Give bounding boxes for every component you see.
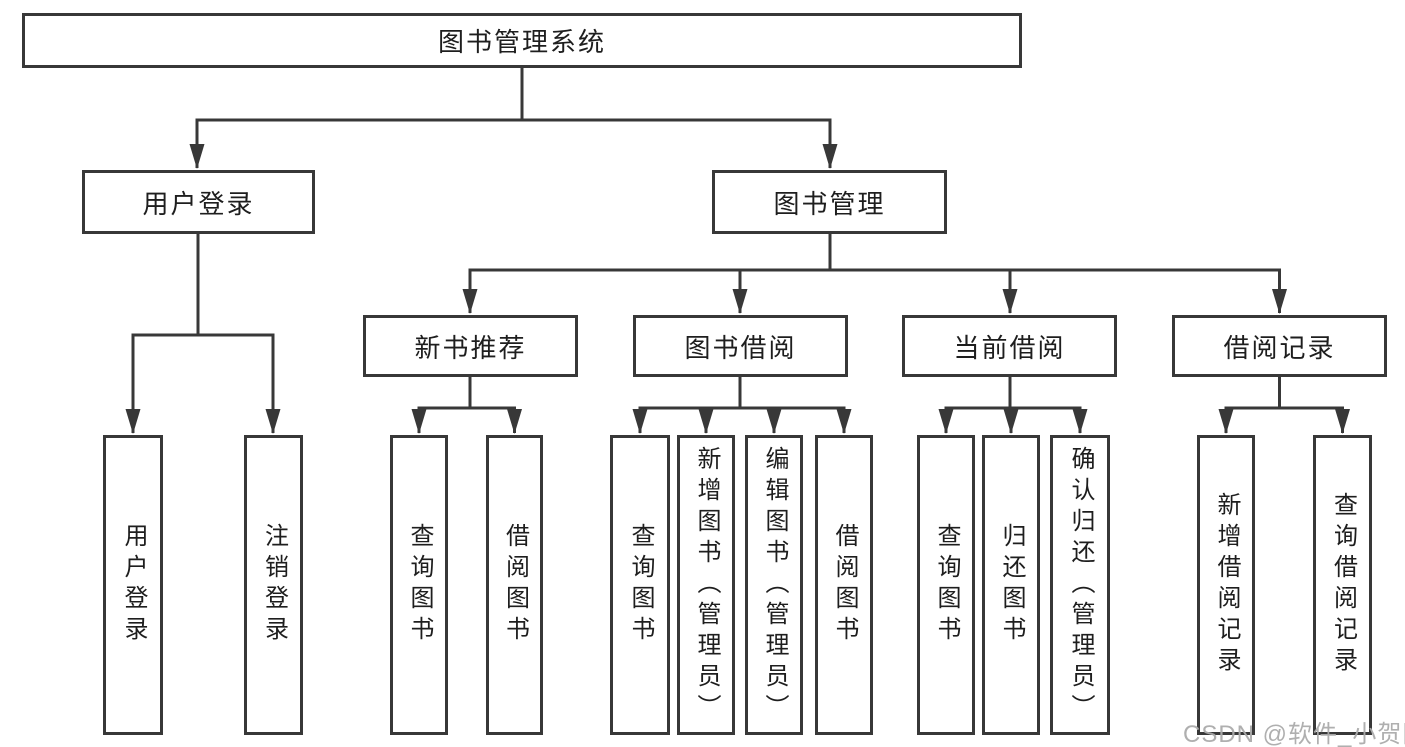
leaf-label: 新增图书（管理员） bbox=[693, 445, 720, 725]
leaf-label: 查询图书 bbox=[933, 523, 960, 647]
connector-user-login-children bbox=[125, 234, 281, 434]
csdn-watermark: CSDN @软件_小贺同学 bbox=[1183, 721, 1405, 747]
node-current-borrow: 当前借阅 bbox=[902, 315, 1117, 377]
leaf-query-borrow-record: 查询借阅记录 bbox=[1313, 435, 1372, 735]
leaf-label: 归还图书 bbox=[998, 523, 1025, 647]
leaf-label: 编辑图书（管理员） bbox=[761, 445, 788, 725]
connector-borrow-records-children bbox=[1218, 377, 1350, 434]
leaf-edit-book-admin: 编辑图书（管理员） bbox=[745, 435, 803, 735]
node-user-login: 用户登录 bbox=[82, 170, 315, 234]
leaf-borrow-books-recommend: 借阅图书 bbox=[486, 435, 543, 735]
leaf-logout: 注销登录 bbox=[244, 435, 303, 735]
node-book-borrow: 图书借阅 bbox=[633, 315, 848, 377]
connector-new-book-recommend-children bbox=[411, 377, 522, 434]
leaf-add-borrow-record: 新增借阅记录 bbox=[1197, 435, 1255, 735]
leaf-label: 查询图书 bbox=[627, 523, 654, 647]
leaf-add-book-admin: 新增图书（管理员） bbox=[677, 435, 735, 735]
node-root: 图书管理系统 bbox=[22, 13, 1022, 68]
connector-book-borrow-children bbox=[632, 377, 852, 434]
leaf-user-login: 用户登录 bbox=[103, 435, 163, 735]
leaf-query-books-current: 查询图书 bbox=[917, 435, 975, 735]
leaf-label: 查询图书 bbox=[406, 523, 433, 647]
leaf-query-books-recommend: 查询图书 bbox=[390, 435, 448, 735]
connector-current-borrow-children bbox=[938, 377, 1088, 434]
leaf-return-books: 归还图书 bbox=[982, 435, 1040, 735]
leaf-label: 新增借阅记录 bbox=[1213, 492, 1240, 678]
leaf-label: 借阅图书 bbox=[831, 523, 858, 647]
leaf-query-books-borrow: 查询图书 bbox=[610, 435, 670, 735]
node-book-management: 图书管理 bbox=[712, 170, 947, 234]
leaf-label: 查询借阅记录 bbox=[1329, 492, 1357, 678]
leaf-label: 用户登录 bbox=[120, 523, 147, 647]
leaf-label: 借阅图书 bbox=[501, 523, 529, 647]
node-borrow-records: 借阅记录 bbox=[1172, 315, 1387, 377]
leaf-label: 确认归还（管理员） bbox=[1067, 445, 1094, 725]
connector-book-management-to-level3 bbox=[462, 234, 1287, 314]
connector-root-to-level2 bbox=[189, 68, 838, 169]
node-new-book-recommend: 新书推荐 bbox=[363, 315, 578, 377]
leaf-label: 注销登录 bbox=[260, 523, 288, 647]
leaf-borrow-books: 借阅图书 bbox=[815, 435, 873, 735]
leaf-confirm-return-admin: 确认归还（管理员） bbox=[1050, 435, 1110, 735]
